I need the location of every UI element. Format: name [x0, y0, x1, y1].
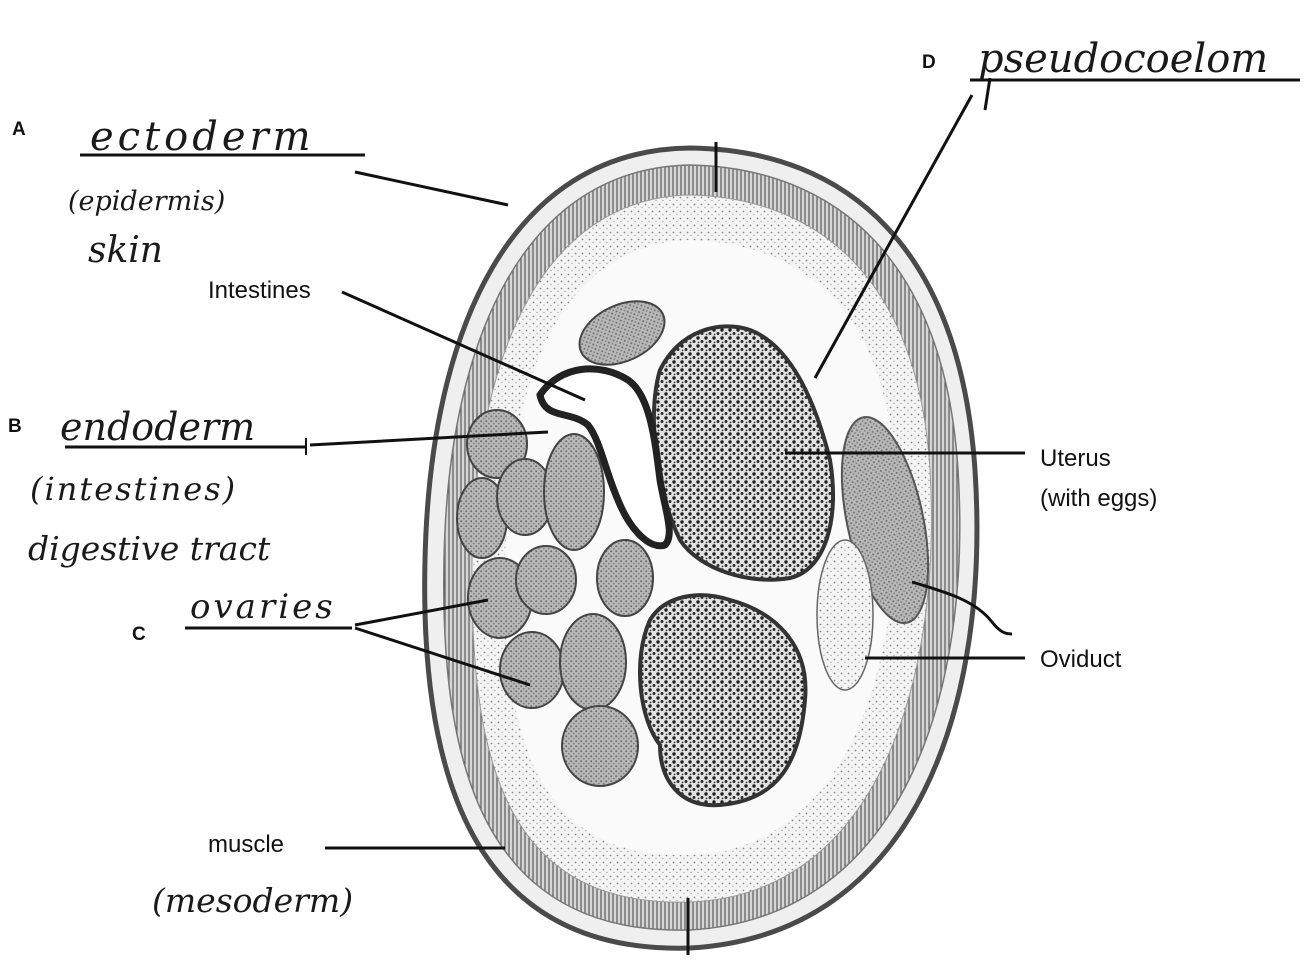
leader-line-ectoderm	[355, 172, 508, 205]
pen-stroke-d	[985, 78, 990, 110]
label-letter-c: C	[132, 624, 146, 645]
answer-d-pseudocoelom: pseudocoelom	[978, 36, 1268, 82]
answer-a-ectoderm: ectoderm	[90, 114, 315, 160]
label-muscle: muscle	[208, 831, 284, 858]
answer-b-endoderm: endoderm	[60, 405, 255, 449]
answer-b-note-intestines: (intestines)	[30, 470, 237, 508]
label-uterus: Uterus	[1040, 445, 1111, 472]
ovary-section	[560, 614, 626, 710]
label-letter-b: B	[8, 416, 22, 437]
ovary-section	[544, 434, 604, 550]
answer-a-note-skin: skin	[88, 230, 163, 271]
label-intestines: Intestines	[208, 277, 311, 304]
uterus-lower	[640, 595, 806, 805]
ovary-section	[500, 632, 564, 708]
label-letter-a: A	[12, 119, 26, 140]
label-oviduct: Oviduct	[1040, 646, 1122, 673]
ovary-section	[562, 706, 638, 786]
answer-a-note-epidermis: (epidermis)	[68, 186, 225, 217]
oviduct-section	[817, 540, 873, 690]
ovary-section	[516, 546, 576, 614]
answer-muscle-mesoderm: (mesoderm)	[152, 881, 353, 920]
ovary-section	[597, 540, 653, 616]
label-uterus-note: (with eggs)	[1040, 485, 1157, 512]
answer-b-note-digestive-tract: digestive tract	[28, 529, 271, 568]
answer-c-ovaries: ovaries	[190, 587, 336, 627]
label-letter-d: D	[922, 52, 936, 73]
